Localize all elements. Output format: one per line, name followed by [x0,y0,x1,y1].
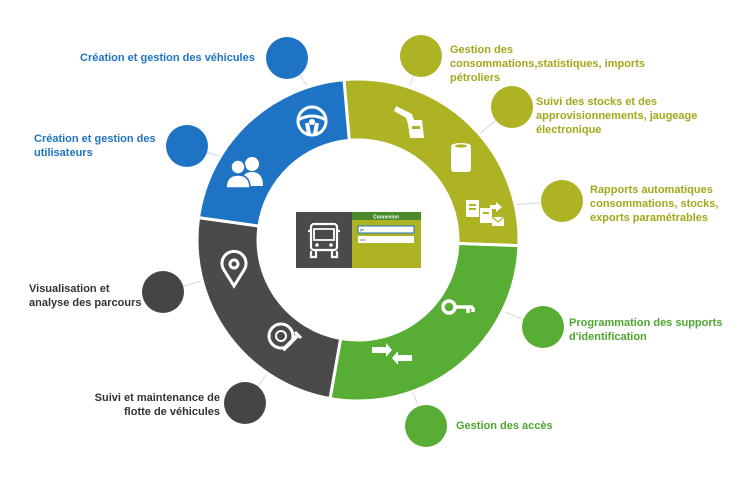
steering-wheel-icon [296,105,328,137]
login-username-value: jm [359,227,365,232]
bubble-users [166,125,208,167]
truck-icon [308,222,340,259]
label-users: Création et gestion des utilisateurs [34,133,156,159]
document-export-icon [466,200,505,226]
wrench-tire-icon [267,322,303,352]
users-icon [225,157,263,189]
label-vehicles: Création et gestion des véhicules [80,52,255,64]
login-password-field [358,236,414,243]
tank-icon [451,143,471,172]
login-password-value: •••• [360,237,366,242]
map-pin-icon [220,249,248,289]
label-access: Gestion des accès [456,420,553,432]
bubble-vehicles [266,37,308,79]
login-username-field [357,225,415,234]
ring-segment-fleet [195,215,343,401]
label-supports: Programmation des supports d'identificat… [569,317,723,343]
bubble-access [405,405,447,447]
fuel-nozzle-icon [394,106,424,138]
bubble-supports [522,306,564,348]
login-title: Connexion [373,215,399,221]
bubbles [142,35,583,447]
access-arrows-icon [372,343,412,365]
label-consumption: Gestion des consommations,statistiques, … [450,44,645,84]
bubble-stocks [491,86,533,128]
label-reports: Rapports automatiques consommations, sto… [590,184,719,224]
center-login-panel: Connexion jm •••• [296,212,421,268]
bubble-reports [541,180,583,222]
ring-segment-access [328,241,521,403]
key-icon [441,299,475,315]
label-maintenance: Suivi et maintenance de flotte de véhicu… [94,392,220,418]
bubble-routes [142,271,184,313]
label-stocks: Suivi des stocks et des approvisionnemen… [536,96,698,136]
bubble-maintenance [224,382,266,424]
label-routes: Visualisation et analyse des parcours [29,283,142,309]
ring-segment-users [196,77,351,228]
bubble-consumption [400,35,442,77]
